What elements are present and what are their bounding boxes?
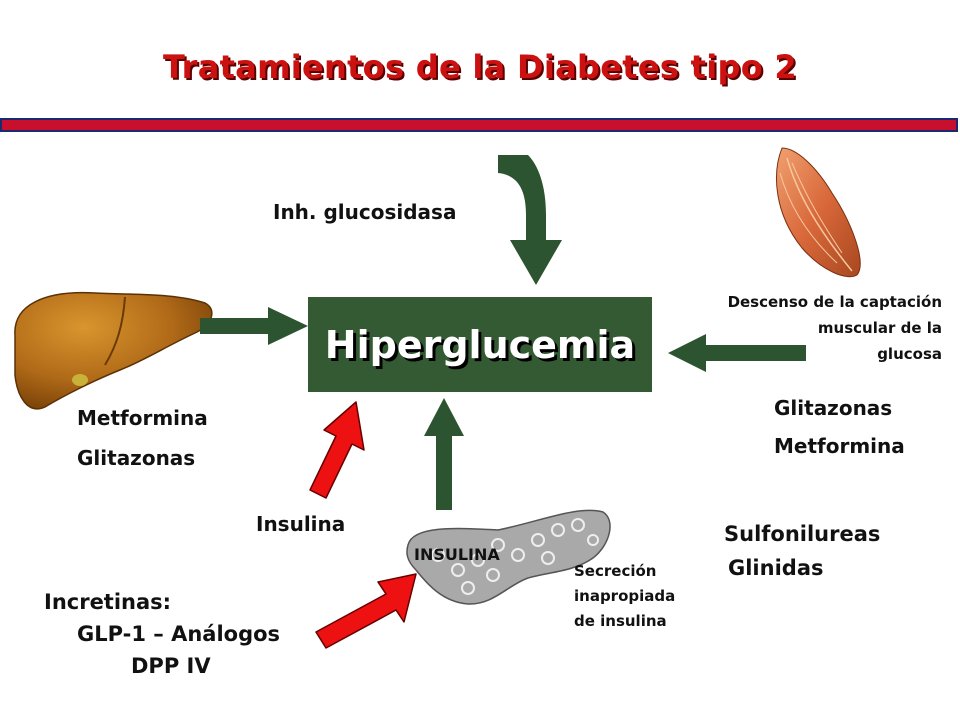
insulina-label: Insulina bbox=[256, 512, 346, 536]
glucosidasa-arrow bbox=[498, 155, 562, 285]
glp1-label: GLP-1 – Análogos bbox=[77, 622, 281, 646]
liver-drug-metformina: Metformina bbox=[77, 406, 208, 430]
muscle-drug-glitazonas: Glitazonas bbox=[774, 396, 893, 420]
glinidas-label: Glinidas bbox=[728, 556, 824, 580]
pancreas-insulina-label: INSULINA bbox=[414, 545, 500, 564]
sulfonilureas-label: Sulfonilureas bbox=[724, 522, 881, 546]
inh-glucosidasa-label: Inh. glucosidasa bbox=[273, 200, 457, 224]
liver-icon bbox=[14, 291, 213, 410]
dpp4-label: DPP IV bbox=[131, 654, 211, 678]
muscle-arrow bbox=[668, 334, 806, 372]
muscle-desc-line-3: glucosa bbox=[877, 345, 942, 363]
incretinas-label: Incretinas: bbox=[44, 590, 172, 614]
secrecion-line-3: de insulina bbox=[574, 612, 667, 630]
title-divider bbox=[0, 118, 958, 132]
slide-title: Tratamientos de la Diabetes tipo 2 bbox=[163, 48, 797, 86]
muscle-icon bbox=[776, 147, 861, 278]
incretinas-arrow bbox=[315, 573, 417, 649]
pancreas-arrow bbox=[424, 398, 464, 510]
muscle-drug-metformina: Metformina bbox=[774, 434, 905, 458]
secrecion-line-2: inapropiada bbox=[574, 587, 676, 605]
hiperglucemia-label: Hiperglucemia bbox=[324, 322, 636, 367]
muscle-desc-line-2: muscular de la bbox=[817, 319, 942, 337]
secrecion-line-1: Secreción bbox=[574, 562, 657, 580]
liver-arrow bbox=[200, 307, 308, 345]
insulina-arrow bbox=[309, 401, 365, 499]
hiperglucemia-box: Hiperglucemia bbox=[308, 297, 652, 392]
pancreas-icon bbox=[406, 509, 611, 605]
muscle-desc-line-1: Descenso de la captación bbox=[727, 293, 942, 311]
liver-drug-glitazonas: Glitazonas bbox=[77, 446, 196, 470]
